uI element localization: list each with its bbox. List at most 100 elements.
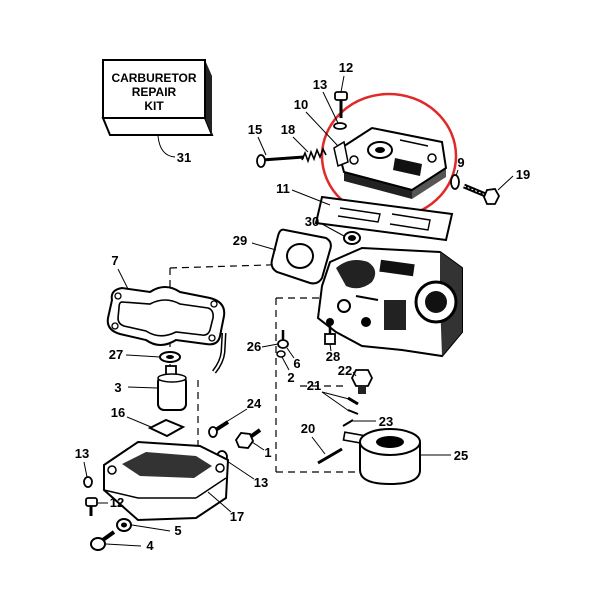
cover-tab xyxy=(333,140,349,168)
leader-19 xyxy=(497,175,514,191)
repair-kit-box: CARBURETOR REPAIR KIT xyxy=(101,59,214,136)
callout-3: 3 xyxy=(114,380,121,395)
callout-20: 20 xyxy=(301,421,315,436)
leader-24 xyxy=(225,408,248,423)
screw-19 xyxy=(463,183,501,205)
leader-15 xyxy=(257,136,267,156)
leader-7 xyxy=(117,268,129,290)
callout-21: 21 xyxy=(307,378,321,393)
callout-17: 17 xyxy=(230,509,244,524)
leader-13-lower xyxy=(83,461,88,478)
callout-2: 2 xyxy=(287,370,294,385)
spring-18 xyxy=(301,147,327,164)
kit-box-side-face xyxy=(205,60,212,135)
washer-5 xyxy=(116,518,132,532)
leader-28 xyxy=(329,343,332,352)
leader-4 xyxy=(105,543,142,547)
callout-labels: 12 13 10 15 18 9 19 11 30 29 7 27 26 6 2… xyxy=(75,60,530,553)
callout-25: 25 xyxy=(454,448,468,463)
washer-9 xyxy=(450,174,460,190)
callout-23: 23 xyxy=(379,414,393,429)
leader-21a xyxy=(321,391,350,400)
carburetor-body xyxy=(316,246,463,358)
cover-screw-hole xyxy=(349,155,359,165)
callout-7: 7 xyxy=(111,253,118,268)
callout-13-lower: 13 xyxy=(75,446,89,461)
leader-9 xyxy=(455,169,459,177)
kit-box-line-1: CARBURETOR xyxy=(111,71,196,85)
carburetor-cover xyxy=(333,126,448,199)
leader-11 xyxy=(291,189,331,206)
gasket-7 xyxy=(106,286,226,346)
callout-18: 18 xyxy=(281,122,295,137)
callout-29: 29 xyxy=(233,233,247,248)
needle-21 xyxy=(347,396,359,415)
cover-ridge xyxy=(399,139,429,147)
leader-1 xyxy=(251,441,265,451)
leader-22 xyxy=(352,371,357,377)
gasket-11 xyxy=(314,195,454,242)
callout-1: 1 xyxy=(264,445,271,460)
leader-16 xyxy=(126,416,152,428)
kit-box-bottom-face xyxy=(101,117,214,136)
kit-box-front-face xyxy=(102,59,206,119)
washer-2 xyxy=(276,350,286,358)
callout-5: 5 xyxy=(174,523,181,538)
leader-12-top xyxy=(340,75,345,93)
washer-27 xyxy=(159,351,181,363)
washer-13-top xyxy=(333,122,347,130)
jet-1 xyxy=(234,428,262,449)
leader-30 xyxy=(321,223,345,237)
screw-24 xyxy=(208,420,230,438)
gasket-16 xyxy=(147,418,186,438)
callout-13-top: 13 xyxy=(313,77,327,92)
callout-10: 10 xyxy=(294,97,308,112)
cover-boss-hole xyxy=(375,147,385,153)
pin-23 xyxy=(342,419,354,427)
kit-box-line-2: REPAIR xyxy=(132,85,177,99)
leader-21b xyxy=(321,391,350,412)
leader-10 xyxy=(305,111,339,147)
leader-20 xyxy=(311,436,326,455)
leader-18 xyxy=(292,136,309,153)
callout-11: 11 xyxy=(276,181,290,196)
leader-5 xyxy=(131,524,171,532)
callout-26: 26 xyxy=(247,339,261,354)
leader-27 xyxy=(125,354,161,358)
gasket-29 xyxy=(270,228,332,285)
screw-15 xyxy=(256,154,305,168)
callout-19: 19 xyxy=(516,167,530,182)
callout-4: 4 xyxy=(146,538,154,553)
callout-27: 27 xyxy=(109,347,123,362)
callout-12-lower: 12 xyxy=(110,495,124,510)
washer-13-lower xyxy=(83,476,93,488)
callout-16: 16 xyxy=(111,405,125,420)
kit-box-line-3: KIT xyxy=(144,99,164,113)
part-3-cylinder xyxy=(157,365,187,411)
tube-26 xyxy=(212,332,227,374)
callout-28: 28 xyxy=(326,349,340,364)
leader-29 xyxy=(251,242,277,251)
leader-31 xyxy=(157,135,176,158)
screw-12-lower xyxy=(85,497,98,516)
callout-30: 30 xyxy=(305,214,319,229)
cover-side-face xyxy=(412,168,446,199)
float-bowl-17 xyxy=(103,440,230,522)
leader-17 xyxy=(207,491,232,513)
leader-13-center xyxy=(226,460,255,480)
callout-9: 9 xyxy=(457,155,464,170)
drain-screw-4 xyxy=(90,530,116,551)
cover-front-face xyxy=(344,172,412,199)
leader-3 xyxy=(127,386,158,389)
screw-6 xyxy=(277,330,289,349)
leader-6 xyxy=(286,347,295,359)
cover-screw-hole xyxy=(427,153,437,163)
leader-13-top xyxy=(322,91,339,124)
callout-15: 15 xyxy=(248,122,262,137)
leader-lines xyxy=(83,75,514,547)
callout-12-top: 12 xyxy=(339,60,353,75)
cover-recess xyxy=(393,158,422,176)
leader-26 xyxy=(261,343,279,348)
leader-2 xyxy=(281,356,290,371)
